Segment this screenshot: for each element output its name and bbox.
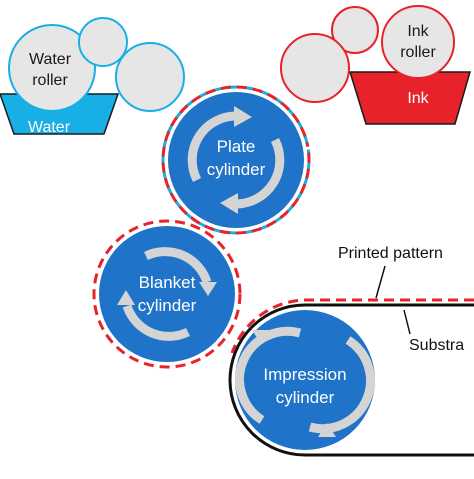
printed-pattern-label: Printed pattern (338, 245, 443, 262)
ink-tray: Ink (348, 71, 471, 125)
printed-pattern (230, 298, 474, 354)
blanket-cylinder-label-line1: Blanket (139, 273, 196, 292)
water-roller: Water roller (8, 24, 96, 112)
impression-cylinder-label-line1: Impression (263, 365, 346, 384)
plate-cylinder-label-line1: Plate (217, 137, 256, 156)
transfer-roller-small (78, 17, 128, 67)
plate-cylinder-label-line2: cylinder (207, 160, 266, 179)
plate-rotation-arrows-icon (187, 106, 285, 214)
ink-tray-label: Ink (407, 90, 429, 107)
impression-cylinder: Impression cylinder (235, 310, 375, 450)
transfer-rollers-water (78, 17, 185, 112)
ink-roller-label-line1: Ink (407, 23, 429, 40)
substrate-leader-line (403, 309, 411, 335)
ink-roller-label-line2: roller (400, 44, 436, 61)
printed-pattern-callout: Printed pattern (338, 245, 443, 299)
ink-roller: Ink roller (381, 5, 455, 79)
impression-cylinder-label-line2: cylinder (276, 388, 335, 407)
water-roller-label-line2: roller (32, 72, 68, 89)
blanket-cylinder-label-line2: cylinder (138, 296, 197, 315)
impression-rotation-arrows-icon (235, 326, 375, 437)
ink-transfer-roller-large (280, 33, 350, 103)
blanket-red-dashed-outline (92, 219, 242, 369)
transfer-roller-large (115, 42, 185, 112)
water-tray-label: Water (28, 119, 71, 136)
plate-cylinder: Plate cylinder (161, 85, 311, 235)
plate-red-dashed-outline (161, 85, 311, 235)
blanket-cylinder: Blanket cylinder (92, 219, 242, 369)
substrate (228, 303, 474, 457)
ink-transfer-roller-small (331, 6, 379, 54)
substrate-callout: Substra (403, 309, 464, 354)
substrate-label: Substra (409, 337, 464, 354)
water-roller-label-line1: Water (29, 51, 72, 68)
ink-transfer-rollers (280, 6, 379, 103)
blanket-rotation-arrows-icon (117, 247, 217, 341)
printed-pattern-leader-line (375, 265, 386, 299)
